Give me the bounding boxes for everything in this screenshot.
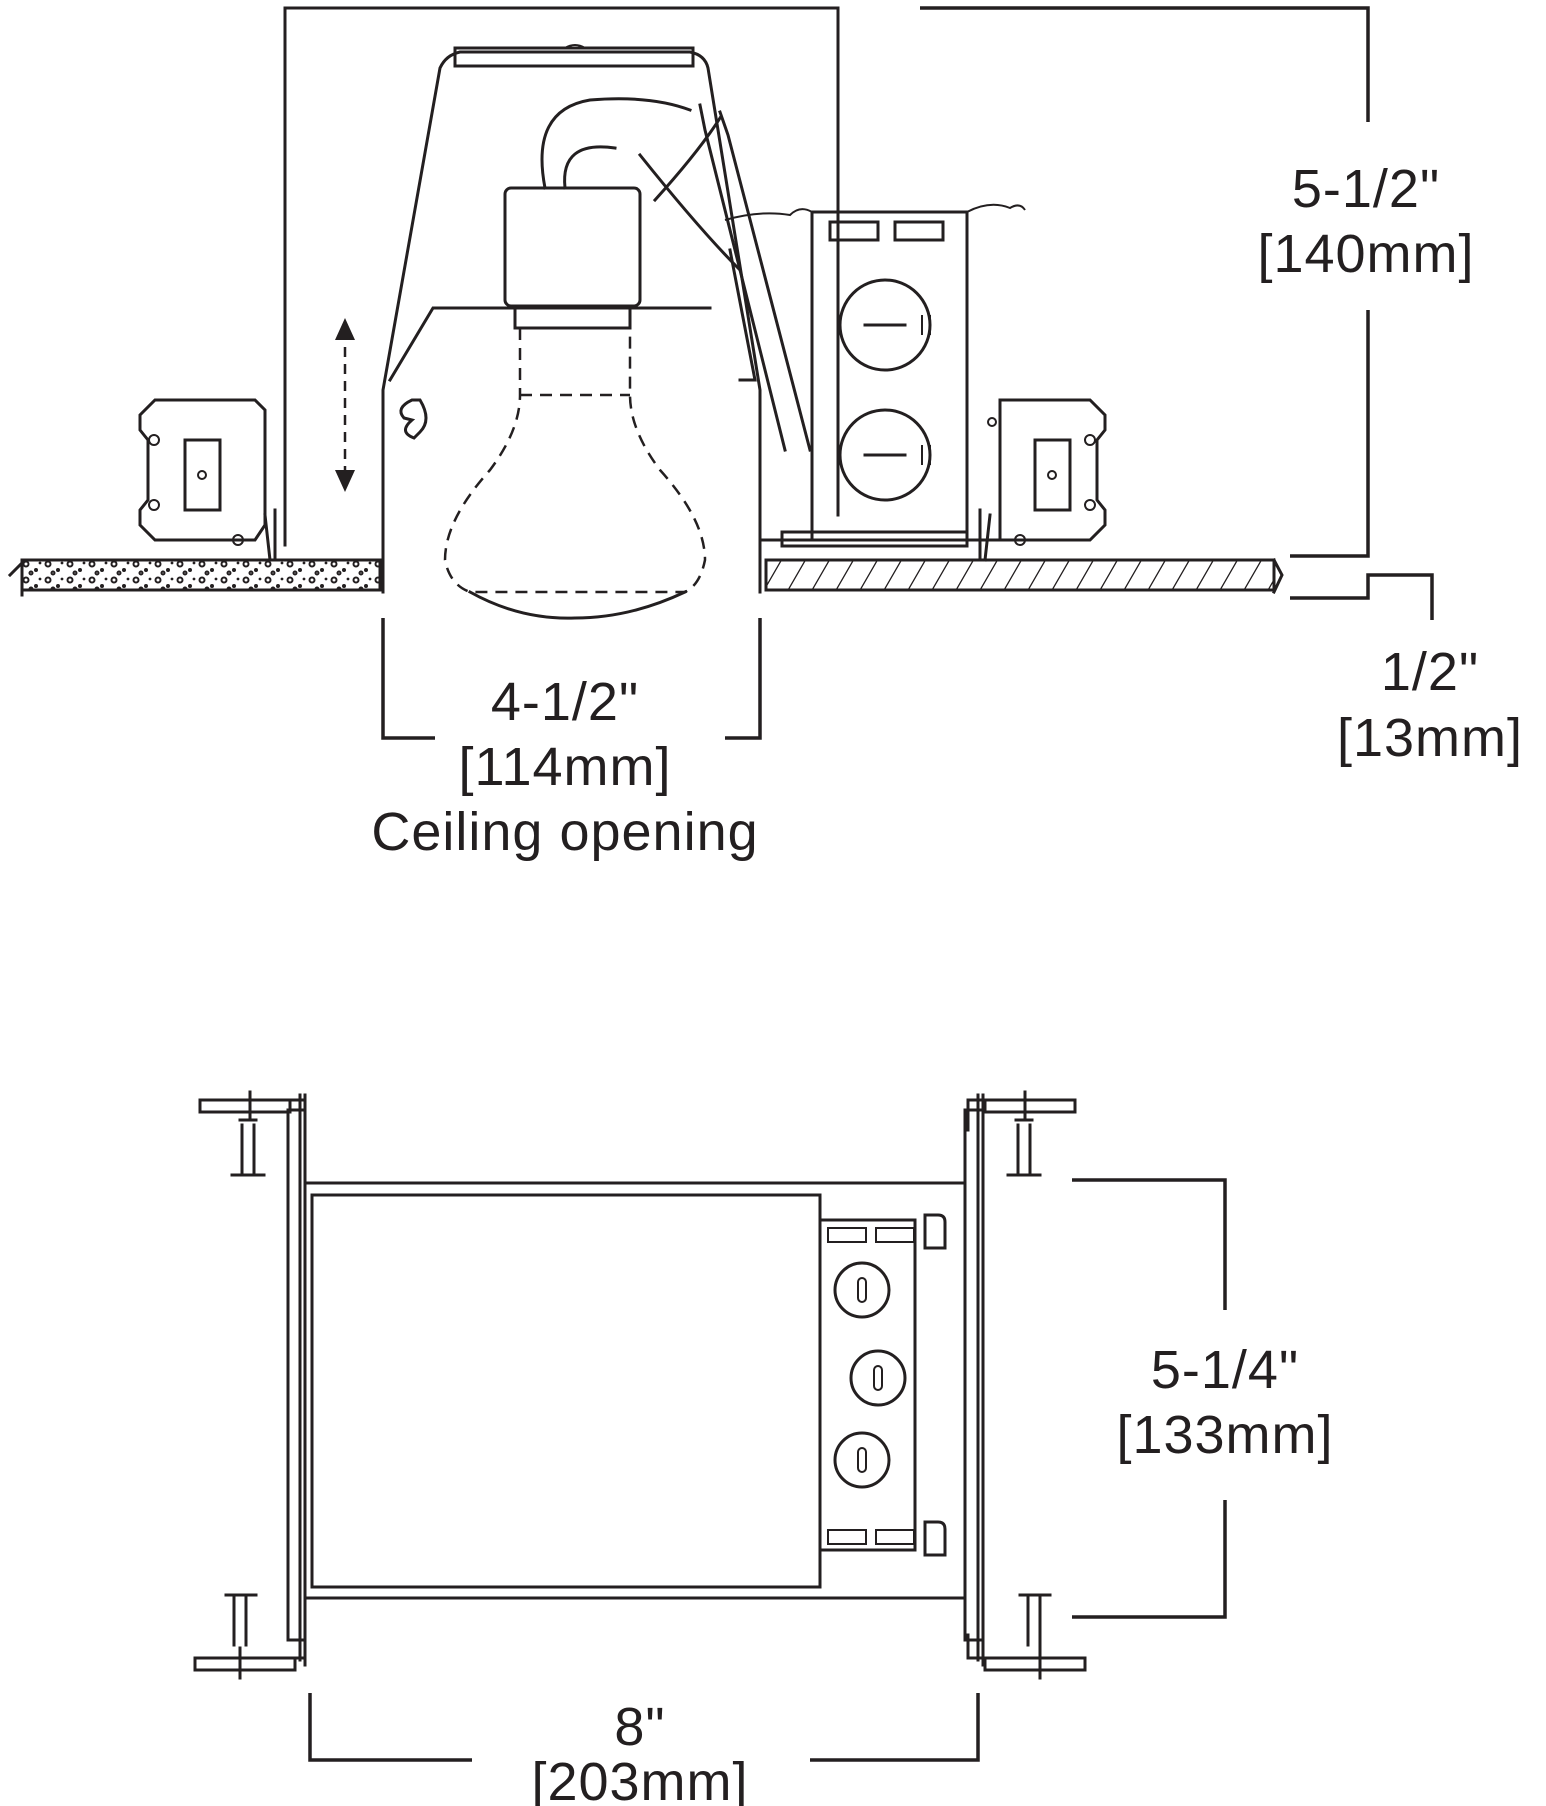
- lamp-socket: [503, 186, 642, 308]
- housing-frame: [283, 6, 840, 547]
- housing-plate: [303, 1181, 967, 1600]
- opening-dim-imperial: 4-1/2": [491, 672, 639, 732]
- ceiling-joist-right: [764, 557, 1284, 594]
- opening-dimension: 4-1/2" [114mm] Ceiling opening: [371, 618, 762, 862]
- height-dimension: 5-1/2" [140mm]: [920, 6, 1474, 558]
- height-adjust-arrow-icon: [335, 318, 355, 492]
- depth-dim-imperial: 5-1/4": [1151, 1340, 1299, 1400]
- hanger-bar-bottom-left: [193, 1593, 307, 1680]
- opening-dim-caption: Ceiling opening: [371, 802, 758, 862]
- hanger-bar-bottom-right: [966, 1593, 1087, 1680]
- wires: [540, 97, 812, 452]
- height-dim-metric: [140mm]: [1257, 224, 1474, 284]
- ceiling-dim-imperial: 1/2": [1381, 642, 1479, 702]
- reflector-can: [381, 50, 762, 594]
- hanger-bar-top-right: [966, 1090, 1077, 1177]
- ceiling-dim-metric: [13mm]: [1337, 708, 1523, 768]
- rail-left: [286, 1093, 307, 1667]
- width-dimension: 8" [203mm]: [308, 1693, 980, 1806]
- top-view: 5-1/4" [133mm] 8" [203mm]: [193, 1090, 1333, 1806]
- width-dim-imperial: 8": [614, 1697, 665, 1757]
- depth-dimension: 5-1/4" [133mm]: [1072, 1178, 1333, 1619]
- height-dim-imperial: 5-1/2": [1292, 159, 1440, 219]
- housing-can-top: [310, 1193, 822, 1589]
- junction-box: [724, 203, 1026, 548]
- wing-nut-icon: [399, 398, 428, 440]
- opening-dim-metric: [114mm]: [458, 737, 671, 797]
- side-view: 5-1/2" [140mm] 1/2" [13mm] 4-1/2" [114mm…: [7, 6, 1523, 862]
- rail-right: [963, 1093, 985, 1667]
- mounting-bracket-left: [138, 398, 277, 562]
- mounting-bracket-right: [978, 398, 1107, 562]
- ceiling-drywall-left: [7, 558, 382, 597]
- hanger-bar-top-left: [198, 1090, 307, 1177]
- width-dim-metric: [203mm]: [531, 1752, 748, 1806]
- ceiling-thickness-dimension: 1/2" [13mm]: [1290, 573, 1523, 768]
- lamp-bulb-outline: [443, 328, 707, 594]
- depth-dim-metric: [133mm]: [1116, 1405, 1333, 1465]
- junction-box-top: [818, 1213, 947, 1557]
